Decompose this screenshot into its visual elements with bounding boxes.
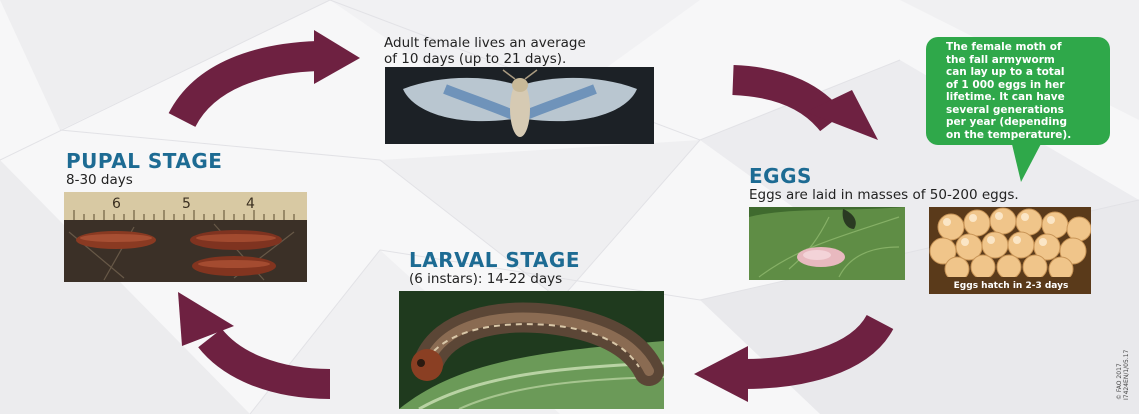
adult-moth-photo [385,67,654,144]
ruler-mark-6: 6 [112,196,121,212]
adult-caption-line1: Adult female lives an average [384,35,586,51]
eggs-hatch-label: Eggs hatch in 2-3 days [935,281,1087,291]
callout-line: of 1 000 eggs in her [946,79,1102,92]
pupal-stage-duration: 8-30 days [66,172,133,188]
callout-line: on the temperature). [946,129,1102,142]
callout-line: several generations [946,104,1102,117]
callout-line: can lay up to a total [946,66,1102,79]
ruler-mark-5: 5 [182,196,191,212]
eggs-title: EGGS [749,165,812,187]
larval-stage-title: LARVAL STAGE [409,249,580,271]
callout-line: the fall armyworm [946,54,1102,67]
copyright-notice: © FAO 2017 I7424EN/1/05.17 [1116,350,1130,400]
callout-line: lifetime. It can have [946,91,1102,104]
copyright-line1: © FAO 2017 [1116,350,1123,400]
eggs-description: Eggs are laid in masses of 50-200 eggs. [749,187,1129,203]
adult-caption: Adult female lives an average of 10 days… [384,35,586,67]
copyright-line2: I7424EN/1/05.17 [1123,350,1130,400]
larval-stage-duration: (6 instars): 14-22 days [409,271,562,287]
adult-caption-line2: of 10 days (up to 21 days). [384,51,586,67]
larva-photo [399,291,664,409]
pupal-stage-title: PUPAL STAGE [66,150,222,172]
callout-line: per year (depending [946,116,1102,129]
egg-mass-leaf-photo [749,207,905,280]
callout-text: The female moth of the fall armyworm can… [946,41,1102,141]
callout-line: The female moth of [946,41,1102,54]
ruler-mark-4: 4 [246,196,255,212]
callout-tail [1011,140,1043,182]
pupae-photo: 6 5 4 [64,192,307,282]
